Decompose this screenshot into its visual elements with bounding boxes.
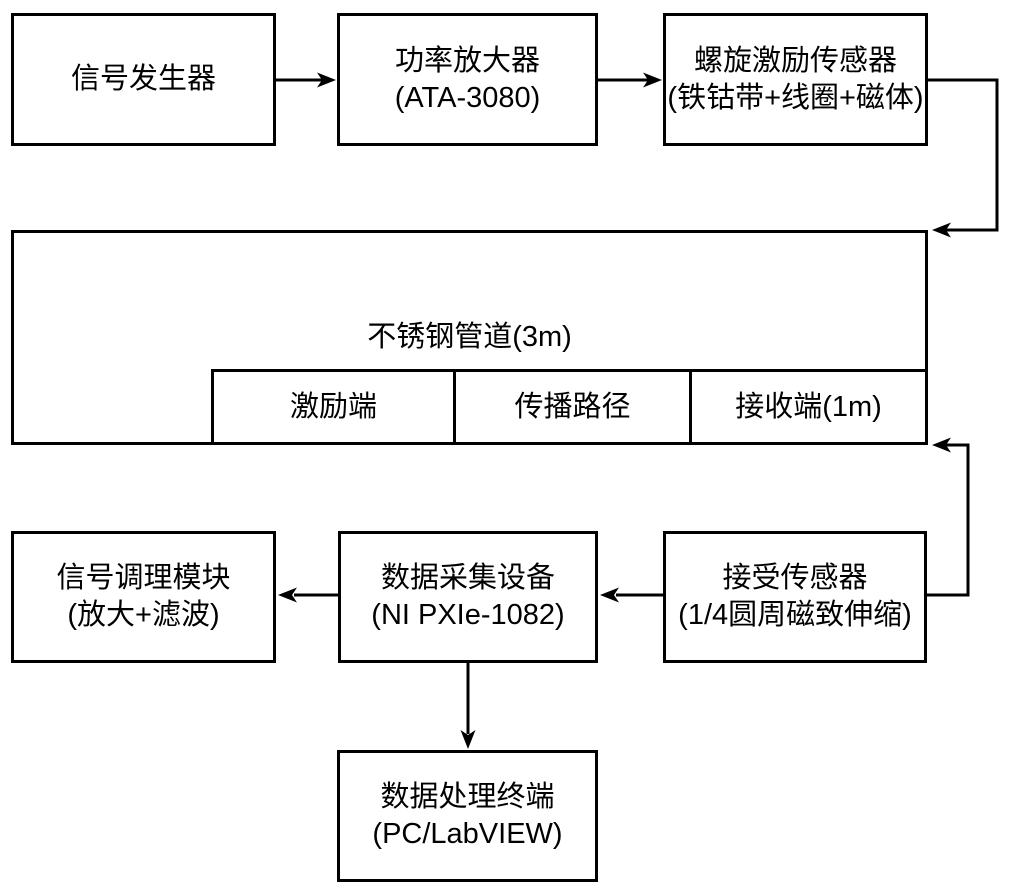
pipe-section-excitation-end: 激励端 (214, 372, 453, 442)
node-receiving-sensor: 接受传感器 (1/4圆周磁致伸缩) (663, 531, 927, 663)
pipe-section-receiving-end: 接收端(1m) (689, 372, 925, 442)
arrowhead-right-icon (317, 72, 336, 88)
connector-sensor-to-pipe (928, 78, 999, 232)
pipe-section-label: 传播路径 (514, 390, 631, 423)
node-signal-generator: 信号发生器 (11, 13, 276, 146)
node-sublabel: (NI PXIe-1082) (371, 599, 565, 631)
node-sublabel: (铁钴带+线圈+磁体) (667, 81, 924, 114)
arrowhead-left-icon (278, 587, 297, 603)
arrowhead-left-icon (932, 437, 951, 453)
connector-pipe-to-receiving-sensor (927, 443, 970, 597)
node-sublabel: (PC/LabVIEW) (372, 818, 563, 850)
node-label: 信号调理模块 (56, 562, 231, 594)
node-stainless-steel-pipe: 不锈钢管道(3m) 激励端 传播路径 接收端(1m) (11, 230, 928, 445)
node-sublabel: (1/4圆周磁致伸缩) (678, 599, 912, 631)
node-spiral-excitation-sensor: 螺旋激励传感器 (铁钴带+线圈+磁体) (663, 13, 928, 146)
node-label: 螺旋激励传感器 (693, 44, 897, 77)
arrowhead-right-icon (643, 72, 662, 88)
pipe-label: 不锈钢管道(3m) (367, 321, 572, 353)
node-power-amplifier: 功率放大器 (ATA-3080) (337, 13, 598, 146)
node-sublabel: (放大+滤波) (67, 599, 220, 631)
node-label: 数据采集设备 (380, 562, 555, 594)
node-label: 接受传感器 (722, 562, 868, 594)
arrowhead-down-icon (460, 730, 476, 749)
pipe-sections-row: 激励端 传播路径 接收端(1m) (211, 369, 928, 445)
pipe-section-label: 激励端 (289, 390, 377, 423)
node-daq-device: 数据采集设备 (NI PXIe-1082) (338, 531, 598, 663)
node-signal-conditioning-module: 信号调理模块 (放大+滤波) (11, 531, 276, 663)
arrowhead-left-icon (600, 587, 619, 603)
node-label: 信号发生器 (70, 63, 216, 95)
node-label: 数据处理终端 (380, 781, 555, 813)
pipe-section-propagation-path: 传播路径 (453, 372, 689, 442)
node-label: 功率放大器 (394, 44, 540, 77)
node-sublabel: (ATA-3080) (394, 81, 541, 114)
node-data-processing-terminal: 数据处理终端 (PC/LabVIEW) (337, 750, 598, 882)
pipe-section-label: 接收端(1m) (735, 390, 882, 423)
arrowhead-left-icon (932, 222, 951, 238)
